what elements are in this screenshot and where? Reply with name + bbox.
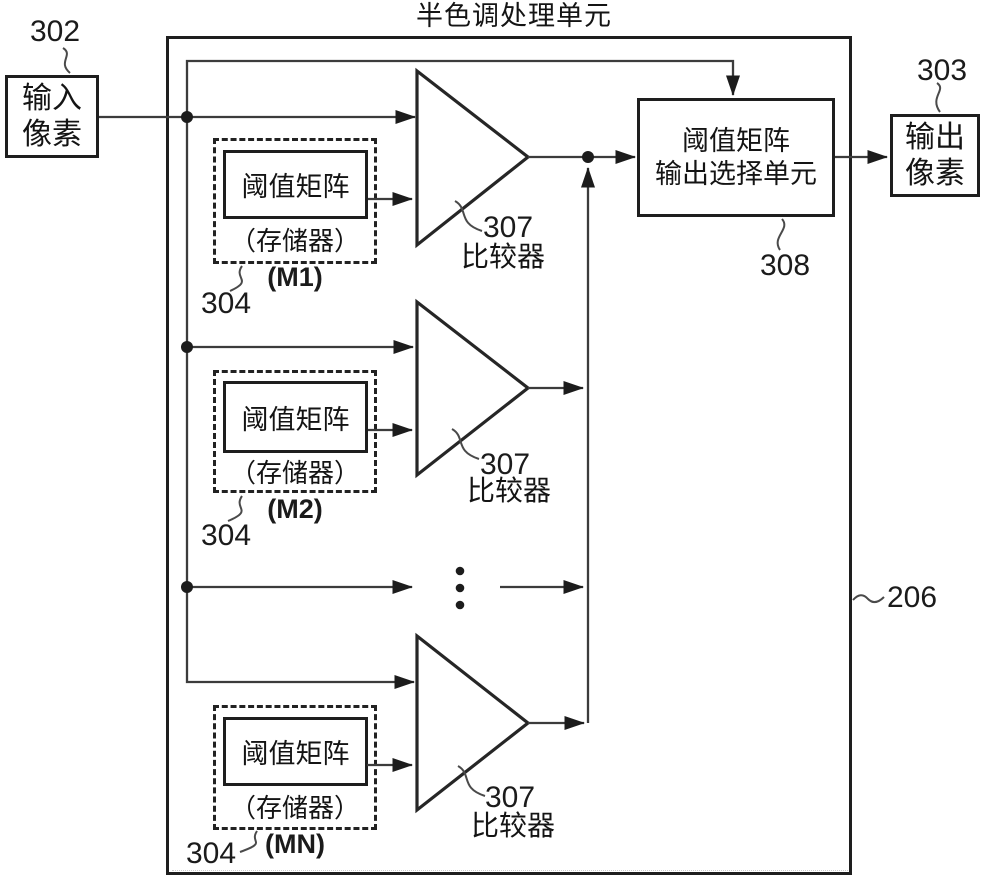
- input-pixel-box: 输入 像素: [5, 75, 99, 158]
- leader-squiggle-206: [852, 594, 885, 603]
- halftone-unit-outer-box: [166, 36, 852, 875]
- ref-label-308: 308: [760, 249, 811, 282]
- threshold-matrix-label-1: 阈值矩阵: [241, 172, 350, 202]
- ref-label-304-module2: 304: [201, 519, 252, 552]
- threshold-matrix-output-selector-box: 阈值矩阵 输出选择单元: [637, 98, 835, 217]
- output-pixel-label-line1: 输出: [905, 120, 965, 154]
- input-pixel-label-line2: 像素: [22, 117, 82, 151]
- leader-squiggle-303: [935, 82, 942, 113]
- leader-squiggle-302: [62, 47, 71, 74]
- matrix-id-label-mn: (MN): [265, 829, 325, 859]
- matrix-id-label-m1: (M1): [267, 262, 323, 292]
- comparator-label-2: 比较器: [467, 476, 552, 507]
- ref-label-304-module1: 304: [201, 287, 252, 320]
- memory-label-2: （存储器）: [229, 459, 360, 488]
- selector-label-line1: 阈值矩阵: [682, 125, 790, 156]
- memory-label-3: （存储器）: [229, 794, 360, 823]
- ref-label-307-comparator3: 307: [485, 781, 536, 814]
- diagram-title: 半色调处理单元: [416, 1, 612, 31]
- memory-module-3-dashed-box: [213, 705, 377, 830]
- output-pixel-label-line2: 像素: [905, 156, 965, 190]
- matrix-id-label-m2: (M2): [267, 494, 323, 524]
- threshold-matrix-label-2: 阈值矩阵: [241, 404, 350, 435]
- threshold-matrix-box-3: 阈值矩阵: [223, 717, 368, 786]
- ref-label-303: 303: [917, 54, 968, 87]
- threshold-matrix-box-2: 阈值矩阵: [223, 381, 368, 453]
- comparator-label-1: 比较器: [461, 242, 546, 273]
- ref-label-307-comparator2: 307: [480, 448, 531, 481]
- scan-artifact-line: [172, 870, 848, 871]
- selector-label-line2: 输出选择单元: [655, 158, 817, 189]
- comparator-label-3: 比较器: [471, 811, 556, 842]
- ref-label-206: 206: [887, 581, 938, 614]
- ref-label-307-comparator1: 307: [483, 211, 534, 244]
- memory-label-1: （存储器）: [229, 227, 360, 256]
- ref-label-302: 302: [30, 15, 81, 48]
- output-pixel-box: 输出 像素: [890, 114, 980, 197]
- threshold-matrix-label-3: 阈值矩阵: [241, 739, 350, 769]
- threshold-matrix-box-1: 阈值矩阵: [223, 150, 368, 219]
- input-pixel-label-line1: 输入: [22, 81, 82, 115]
- ref-label-304-module3: 304: [186, 837, 237, 870]
